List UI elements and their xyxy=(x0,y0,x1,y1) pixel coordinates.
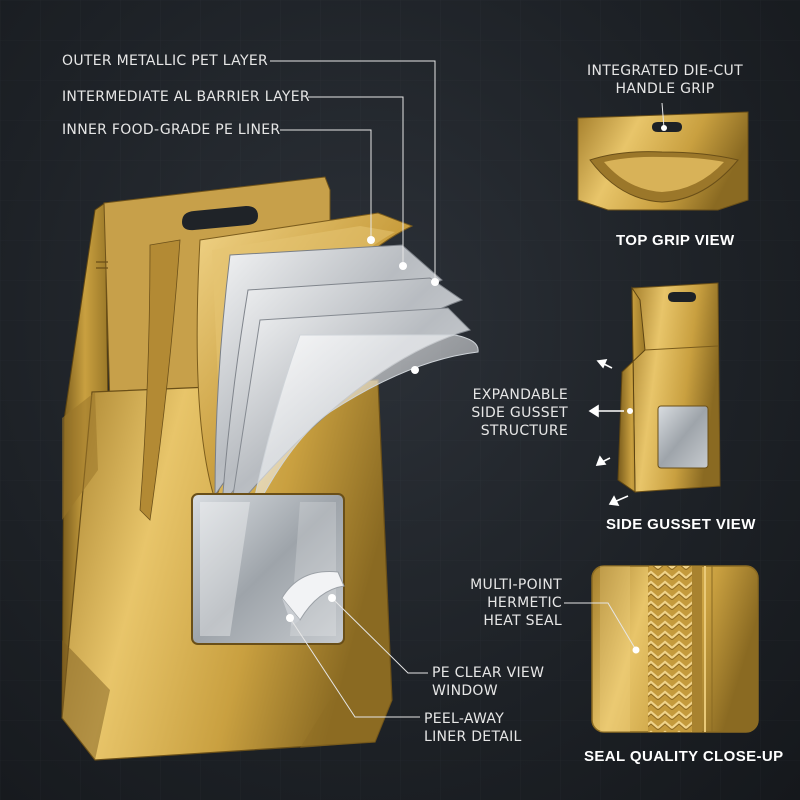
label-expandable-side-gusset: EXPANDABLE SIDE GUSSET STRUCTURE xyxy=(471,387,568,439)
main-bag-handle-hole xyxy=(182,206,258,231)
main-bag xyxy=(61,176,479,761)
layer-pe-liner xyxy=(249,334,479,521)
seal-close-up-illustration xyxy=(564,565,759,733)
label-outer-metallic-pet-layer: OUTER METALLIC PET LAYER xyxy=(62,53,268,69)
title-top-grip-view: TOP GRIP VIEW xyxy=(616,232,735,249)
peel-away-corner xyxy=(281,571,345,621)
label-multi-point-heat-seal: MULTI-POINT HERMETIC HEAT SEAL xyxy=(470,577,562,629)
label-pe-clear-view-window: PE CLEAR VIEW WINDOW xyxy=(432,665,545,699)
main-leader-lines xyxy=(270,60,436,718)
title-side-gusset-view: SIDE GUSSET VIEW xyxy=(606,516,756,533)
label-intermediate-al-barrier-layer: INTERMEDIATE AL BARRIER LAYER xyxy=(62,89,310,105)
main-bag-zipper xyxy=(96,261,108,269)
leader-dots xyxy=(286,236,439,622)
label-integrated-handle-grip: INTEGRATED DIE-CUT HANDLE GRIP xyxy=(587,63,743,97)
label-inner-food-grade-pe-liner: INNER FOOD-GRADE PE LINER xyxy=(62,122,281,138)
side-gusset-view-illustration xyxy=(588,282,721,506)
top-grip-view-illustration xyxy=(577,102,749,211)
label-peel-away-liner-detail: PEEL-AWAY LINER DETAIL xyxy=(424,711,522,745)
title-seal-quality-close-up: SEAL QUALITY CLOSE-UP xyxy=(584,748,784,765)
